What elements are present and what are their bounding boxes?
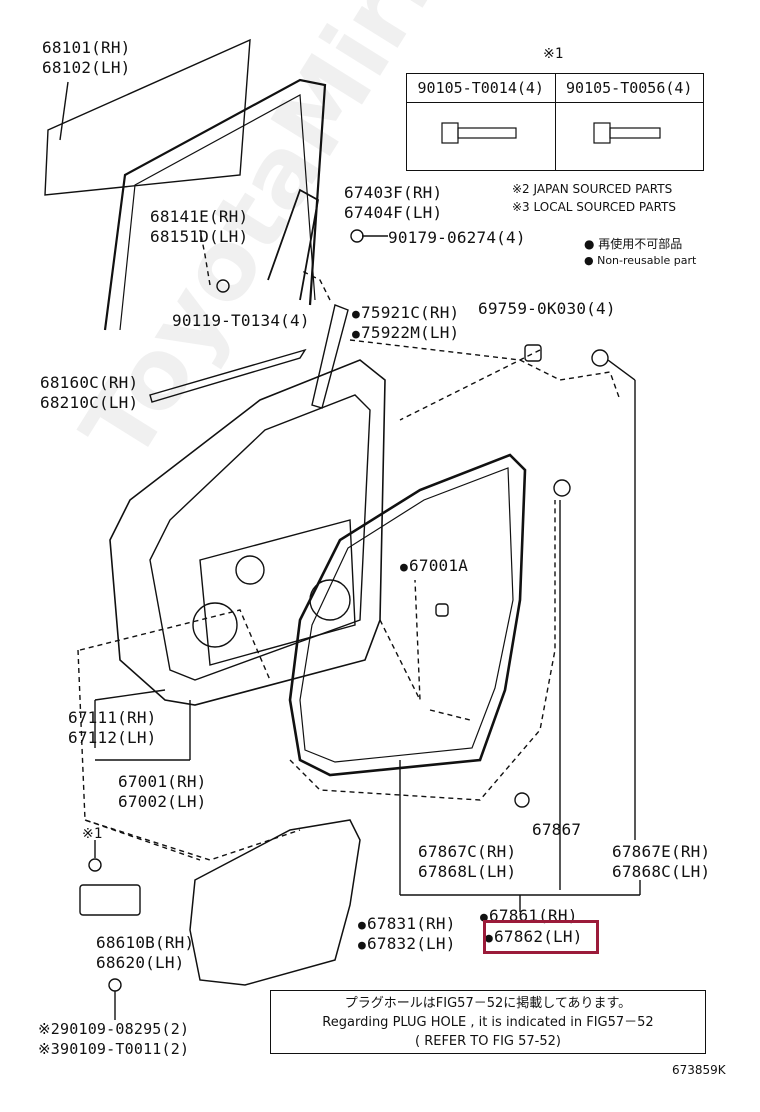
bolt-table-col2: 90105-T0056(4) bbox=[554, 73, 704, 103]
legend-nonreuse-en: ● Non-reusable part bbox=[584, 254, 697, 267]
label-75922[interactable]: 75922M(LH) bbox=[352, 323, 459, 345]
note-reference[interactable]: ( REFER TO FIG 57-52) bbox=[415, 1034, 561, 1049]
label-90109-japan[interactable]: ※290109-08295(2) bbox=[38, 1020, 190, 1038]
legend-local: ※3 LOCAL SOURCED PARTS bbox=[512, 200, 676, 214]
label-68160[interactable]: 68160C(RH) bbox=[40, 373, 139, 392]
label-67831[interactable]: 67831(RH) bbox=[358, 914, 456, 936]
label-67867[interactable]: 67867 bbox=[532, 820, 582, 839]
highlight-box bbox=[483, 920, 599, 954]
belt-moulding bbox=[149, 348, 307, 403]
label-67868l[interactable]: 67868L(LH) bbox=[418, 862, 517, 881]
label-68151[interactable]: 68151D(LH) bbox=[150, 227, 249, 246]
legend-nonreuse-jp: ● 再使用不可部品 bbox=[584, 237, 683, 251]
bolt-table-col1: 90105-T0014(4) bbox=[406, 73, 556, 103]
door-trim-board bbox=[189, 819, 361, 986]
label-mark1: ※1 bbox=[82, 826, 103, 842]
label-67832[interactable]: 67832(LH) bbox=[358, 934, 456, 956]
label-90109-local[interactable]: ※390109-T0011(2) bbox=[38, 1040, 190, 1058]
label-67112[interactable]: 67112(LH) bbox=[68, 728, 157, 747]
table-mark: ※1 bbox=[543, 46, 564, 62]
label-69759[interactable]: 69759-0K030(4) bbox=[478, 299, 616, 318]
label-68210[interactable]: 68210C(LH) bbox=[40, 393, 139, 412]
note-line-en: Regarding PLUG HOLE , it is indicated in… bbox=[322, 1015, 654, 1030]
label-68101[interactable]: 68101(RH) bbox=[42, 38, 131, 57]
note-line-jp: プラグホールはFIG57－52に掲載してあります。 bbox=[344, 996, 632, 1011]
label-67001a[interactable]: 67001A bbox=[400, 556, 468, 578]
label-68610[interactable]: 68610B(RH) bbox=[96, 933, 195, 952]
pillar-garnish bbox=[311, 304, 349, 409]
label-67111[interactable]: 67111(RH) bbox=[68, 708, 157, 727]
door-shell bbox=[109, 359, 386, 706]
plug-hole-note: プラグホールはFIG57－52に掲載してあります。 Regarding PLUG… bbox=[270, 990, 706, 1054]
door-hinge bbox=[79, 884, 141, 916]
label-67867e[interactable]: 67867E(RH) bbox=[612, 842, 711, 861]
glass-run-channel bbox=[103, 78, 327, 331]
label-67862[interactable]: 67862(LH) bbox=[485, 927, 583, 949]
label-67001[interactable]: 67001(RH) bbox=[118, 772, 207, 791]
label-90119[interactable]: 90119-T0134(4) bbox=[172, 311, 310, 330]
door-weatherstrip bbox=[288, 453, 527, 777]
figure-code: 673859K bbox=[672, 1063, 726, 1077]
label-68141[interactable]: 68141E(RH) bbox=[150, 207, 249, 226]
label-67403[interactable]: 67403F(RH) bbox=[344, 183, 443, 202]
label-67404[interactable]: 67404F(LH) bbox=[344, 203, 443, 222]
label-67868c[interactable]: 67868C(LH) bbox=[612, 862, 711, 881]
label-68620[interactable]: 68620(LH) bbox=[96, 953, 185, 972]
label-67867c[interactable]: 67867C(RH) bbox=[418, 842, 517, 861]
door-glass-outline bbox=[44, 38, 251, 196]
label-67002[interactable]: 67002(LH) bbox=[118, 792, 207, 811]
bolt-table: 90105-T0014(4) 90105-T0056(4) bbox=[406, 73, 704, 171]
rear-channel bbox=[267, 188, 319, 301]
legend-japan: ※2 JAPAN SOURCED PARTS bbox=[512, 182, 673, 196]
label-75921[interactable]: 75921C(RH) bbox=[352, 303, 459, 325]
label-90179[interactable]: 90179-06274(4) bbox=[388, 228, 526, 247]
label-68102[interactable]: 68102(LH) bbox=[42, 58, 131, 77]
